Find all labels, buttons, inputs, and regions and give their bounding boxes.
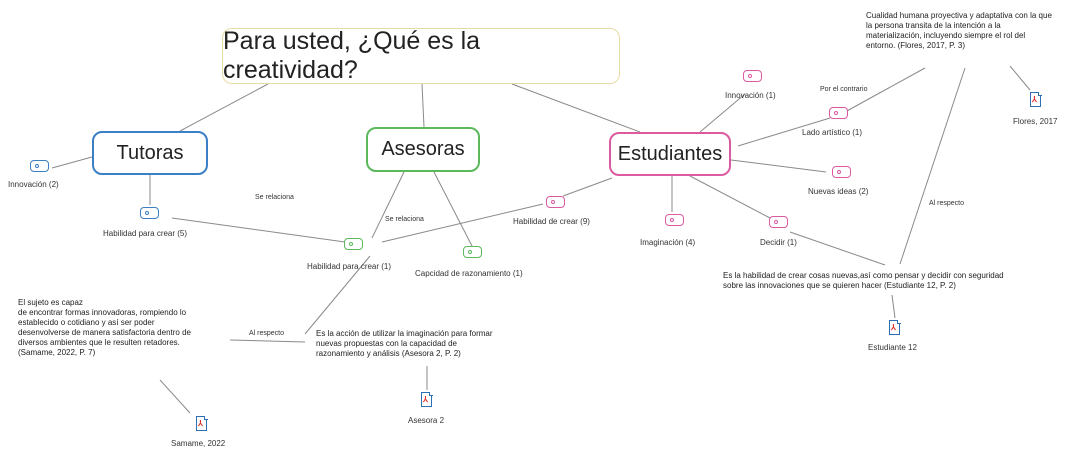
code-tag-icon[interactable] <box>829 107 848 119</box>
document-samame-2022[interactable]: Samame, 2022 <box>171 439 226 448</box>
code-decidir-1[interactable]: Decidir (1) <box>760 238 797 247</box>
code-innovacion-2[interactable]: Innovación (2) <box>8 180 59 189</box>
pdf-document-icon[interactable]: ⅄ <box>1030 92 1042 108</box>
relation-por-el-contrario: Por el contrario <box>820 86 868 93</box>
document-flores-2017[interactable]: Flores, 2017 <box>1013 117 1058 126</box>
code-tag-icon[interactable] <box>769 216 788 228</box>
code-imaginacion-4[interactable]: Imaginación (4) <box>640 238 696 247</box>
code-habilidad-para-crear-1[interactable]: Habilidad para crear (1) <box>307 262 392 271</box>
code-habilidad-de-crear-9[interactable]: Habilidad de crear (9) <box>513 217 590 226</box>
group-label-asesoras: Asesoras <box>381 138 465 160</box>
document-estudiante-12[interactable]: Estudiante 12 <box>868 343 917 352</box>
code-tag-icon[interactable] <box>546 196 565 208</box>
relation-se-relaciona: Se relaciona <box>255 194 294 201</box>
pdf-document-icon[interactable]: ⅄ <box>889 320 901 336</box>
code-tag-icon[interactable] <box>665 214 684 226</box>
code-tag-icon[interactable] <box>832 166 851 178</box>
code-innovacion-1[interactable]: Innovación (1) <box>725 91 776 100</box>
relation-al-respecto: Al respecto <box>929 200 965 207</box>
code-lado-artistico-1[interactable]: Lado artístico (1) <box>802 128 863 137</box>
quote-samame[interactable]: El sujeto es capaz de encontrar formas i… <box>18 298 191 357</box>
relation-al-respecto: Al respecto <box>249 330 285 337</box>
group-node-tutoras[interactable]: Tutoras <box>92 131 208 175</box>
document-asesora-2[interactable]: Asesora 2 <box>408 416 445 425</box>
code-capacidad-razonamiento-1[interactable]: Capcidad de razonamiento (1) <box>415 269 523 278</box>
group-label-estudiantes: Estudiantes <box>617 142 723 165</box>
central-question-label: Para usted, ¿Qué es la creatividad? <box>223 27 481 84</box>
code-tag-icon[interactable] <box>463 246 482 258</box>
code-habilidad-para-crear-5[interactable]: Habilidad para crear (5) <box>103 229 188 238</box>
code-tag-icon[interactable] <box>743 70 762 82</box>
code-tag-icon[interactable] <box>344 238 363 250</box>
quote-flores[interactable]: Cualidad humana proyectiva y adaptativa … <box>866 11 1052 50</box>
relation-se-relaciona: Se relaciona <box>385 216 424 223</box>
group-node-estudiantes[interactable]: Estudiantes <box>609 132 731 176</box>
group-node-asesoras[interactable]: Asesoras <box>366 127 480 172</box>
quote-estudiante-12[interactable]: Es la habilidad de crear cosas nuevas,as… <box>723 271 1004 290</box>
code-tag-icon[interactable] <box>140 207 159 219</box>
group-label-tutoras: Tutoras <box>116 141 184 164</box>
code-nuevas-ideas-2[interactable]: Nuevas ideas (2) <box>808 187 869 196</box>
quote-asesora-2[interactable]: Es la acción de utilizar la imaginación … <box>316 329 493 358</box>
pdf-document-icon[interactable]: ⅄ <box>196 416 208 432</box>
pdf-document-icon[interactable]: ⅄ <box>421 392 433 408</box>
code-tag-icon[interactable] <box>30 160 49 172</box>
central-question[interactable]: Para usted, ¿Qué es la creatividad? <box>222 27 620 84</box>
